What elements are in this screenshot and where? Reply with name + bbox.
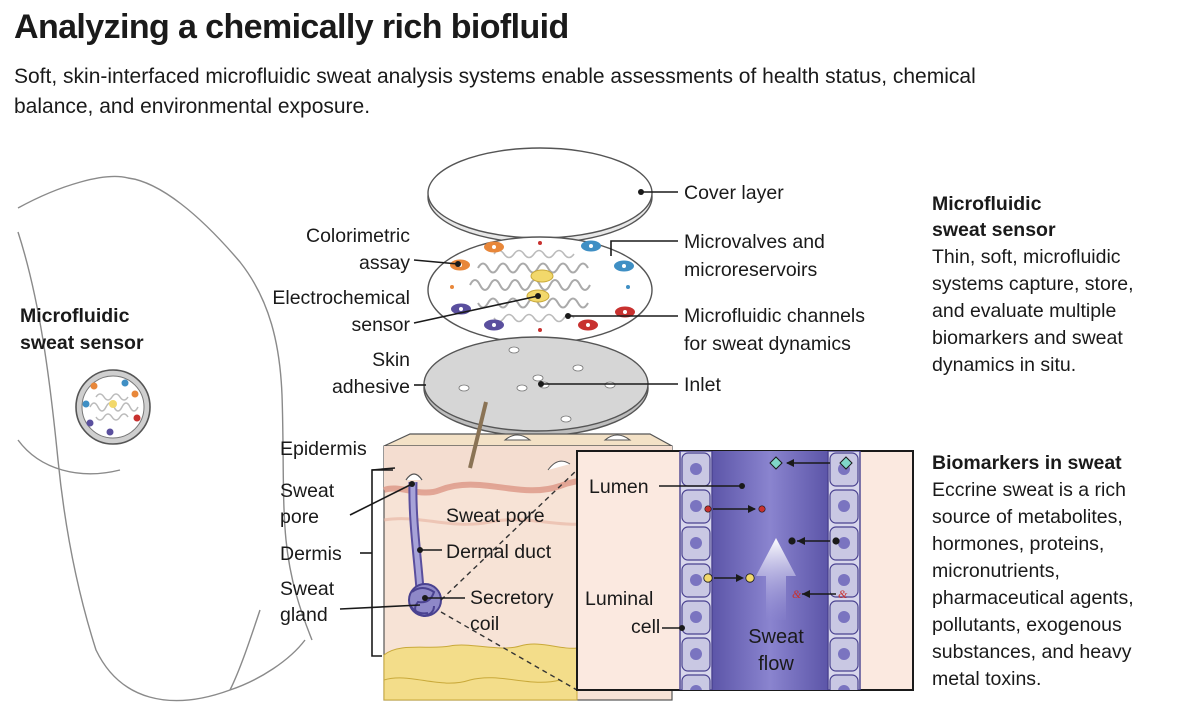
biomarker-markers: & & [703, 456, 853, 601]
sidebar-bio-text-4: micronutrients, [932, 560, 1060, 582]
sidebar-bio-text-7: substances, and heavy [932, 641, 1132, 663]
arm-sensor-patch [75, 369, 151, 445]
sidebar-bio-text-5: pharmaceutical agents, [932, 587, 1134, 609]
sidebar-sensor-text-1: Thin, soft, microfluidic [932, 246, 1121, 268]
label-sweat-gland-line1: Sweat [280, 578, 335, 600]
sidebar-sensor-text-3: and evaluate multiple [932, 300, 1116, 322]
sidebar-bio-text-2: source of metabolites, [932, 506, 1123, 528]
page-subtitle: Soft, skin-interfaced microfluidic sweat… [14, 65, 976, 118]
label-microvalves-line2: microreservoirs [684, 259, 818, 281]
skin-adhesive-layer [423, 336, 649, 437]
right-cell-column [827, 451, 861, 690]
label-inlet: Inlet [684, 374, 721, 396]
svg-text:&: & [792, 587, 802, 601]
label-sweat-flow-line1: Sweat [748, 626, 804, 648]
sidebar-bio-text-1: Eccrine sweat is a rich [932, 479, 1126, 501]
label-sweat-gland-line2: gland [280, 604, 328, 626]
label-luminal-line1: Luminal [585, 588, 653, 610]
sidebar-sensor-block: Microfluidic sweat sensor Thin, soft, mi… [932, 193, 1134, 376]
layer-leader-dots [455, 189, 644, 387]
label-secretory-line1: Secretory [470, 587, 554, 609]
label-lumen: Lumen [589, 476, 649, 498]
label-sweat-pore-line2: pore [280, 506, 319, 528]
label-electrochem-line1: Electrochemical [272, 287, 410, 309]
cover-layer [427, 147, 653, 244]
sidebar-bio-heading: Biomarkers in sweat [932, 452, 1122, 474]
label-epidermis: Epidermis [280, 438, 367, 460]
left-cell-column [679, 451, 713, 690]
arm-sensor-label-line2: sweat sensor [20, 332, 144, 354]
sweat-flow-arrow [756, 538, 796, 620]
sidebar-sensor-heading-line1: Microfluidic [932, 193, 1042, 215]
sidebar-sensor-heading-line2: sweat sensor [932, 219, 1056, 241]
page-title: Analyzing a chemically rich biofluid [14, 8, 569, 46]
label-adhesive-line2: adhesive [332, 376, 410, 398]
sidebar-bio-text-6: pollutants, exogenous [932, 614, 1122, 636]
label-dermis: Dermis [280, 543, 342, 565]
label-colorimetric-line1: Colorimetric [306, 225, 410, 247]
sidebar-sensor-text-2: systems capture, store, [932, 273, 1134, 295]
sidebar-bio-text-8: metal toxins. [932, 668, 1041, 690]
sidebar-sensor-text-4: biomarkers and sweat [932, 327, 1123, 349]
arm-outline [17, 175, 313, 702]
label-adhesive-line1: Skin [372, 349, 410, 371]
sidebar-sensor-text-5: dynamics in situ. [932, 354, 1076, 376]
label-sweat-pore-line1: Sweat [280, 480, 335, 502]
skin-leader-dots [409, 481, 428, 601]
layer-leader-lines [413, 191, 678, 386]
label-colorimetric-line2: assay [359, 252, 410, 274]
sidebar-biomarkers-block: Biomarkers in sweat Eccrine sweat is a r… [932, 452, 1134, 690]
label-channels-line2: for sweat dynamics [684, 333, 851, 355]
sidebar-bio-text-3: hormones, proteins, [932, 533, 1104, 555]
label-sweat-flow-line2: flow [758, 653, 794, 675]
duct-inset: & & Lumen Luminal cell Sweat flow [576, 450, 914, 691]
svg-text:&: & [838, 587, 848, 601]
microfluidic-channel-layer [427, 236, 653, 344]
arm-sensor-label-line1: Microfluidic [20, 305, 130, 327]
label-cover-layer: Cover layer [684, 182, 784, 204]
label-dermal-duct: Dermal duct [446, 541, 552, 563]
label-channels-line1: Microfluidic channels [684, 305, 865, 327]
skin-leader-lines [339, 467, 465, 657]
label-electrochem-line2: sensor [351, 314, 410, 336]
label-secretory-line2: coil [470, 613, 499, 635]
label-inner-sweat-pore: Sweat pore [446, 505, 545, 527]
reservoir-dots [450, 240, 635, 332]
label-luminal-line2: cell [631, 616, 660, 638]
label-microvalves-line1: Microvalves and [684, 231, 825, 253]
